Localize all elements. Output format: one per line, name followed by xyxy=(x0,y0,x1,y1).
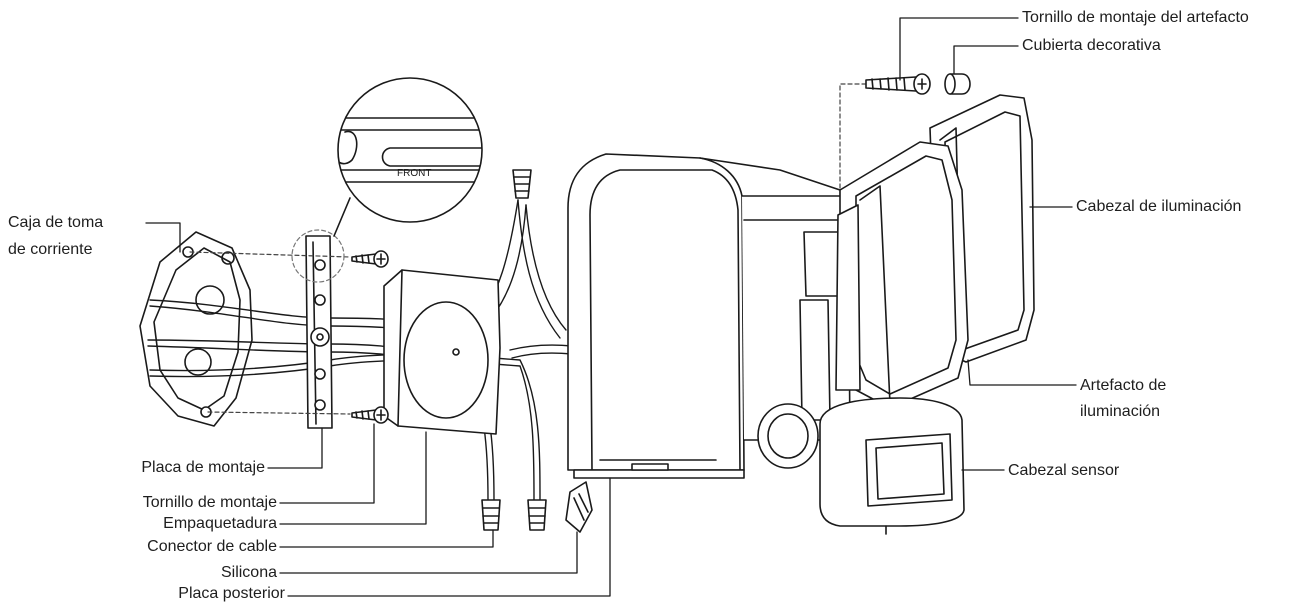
wire-nut-right xyxy=(527,499,547,531)
label-gasket: Empaquetadura xyxy=(163,515,277,532)
fixture-housing xyxy=(567,153,851,479)
mounting-screw-top xyxy=(351,250,389,268)
label-silicone: Silicona xyxy=(220,564,277,581)
wire-nut-top xyxy=(512,169,532,199)
label-fixture-screw: Tornillo de montaje del artefacto xyxy=(1022,9,1249,26)
label-lamp-head: Cabezal de iluminación xyxy=(1076,198,1242,215)
label-decorative-cap: Cubierta decorativa xyxy=(1022,37,1161,54)
sensor-head xyxy=(757,397,965,535)
label-back-plate: Placa posterior xyxy=(178,585,285,602)
label-junction-box-line1: Caja de toma xyxy=(8,214,104,231)
label-sensor-head: Cabezal sensor xyxy=(1008,462,1120,479)
silicone-tube xyxy=(565,481,593,533)
label-mounting-screw: Tornillo de montaje xyxy=(142,494,277,511)
leader-lines xyxy=(145,17,1077,597)
label-fixture-line1: Artefacto de xyxy=(1080,377,1167,394)
gasket xyxy=(383,269,501,435)
label-wire-connector: Conector de cable xyxy=(147,538,277,555)
mounting-screw-bottom xyxy=(351,406,389,424)
front-marking: FRONT xyxy=(397,168,431,179)
zoom-callout: FRONT xyxy=(291,77,483,283)
label-fixture-line2: iluminación xyxy=(1080,403,1161,420)
decorative-cap xyxy=(944,73,971,95)
junction-box xyxy=(139,231,253,427)
wire-nut-left xyxy=(481,499,501,531)
lamp-head-front xyxy=(835,141,969,409)
fixture-screw xyxy=(865,73,931,95)
label-junction-box-line2: de corriente xyxy=(8,241,93,258)
label-mounting-plate: Placa de montaje xyxy=(141,459,265,476)
mounting-plate xyxy=(305,235,333,429)
